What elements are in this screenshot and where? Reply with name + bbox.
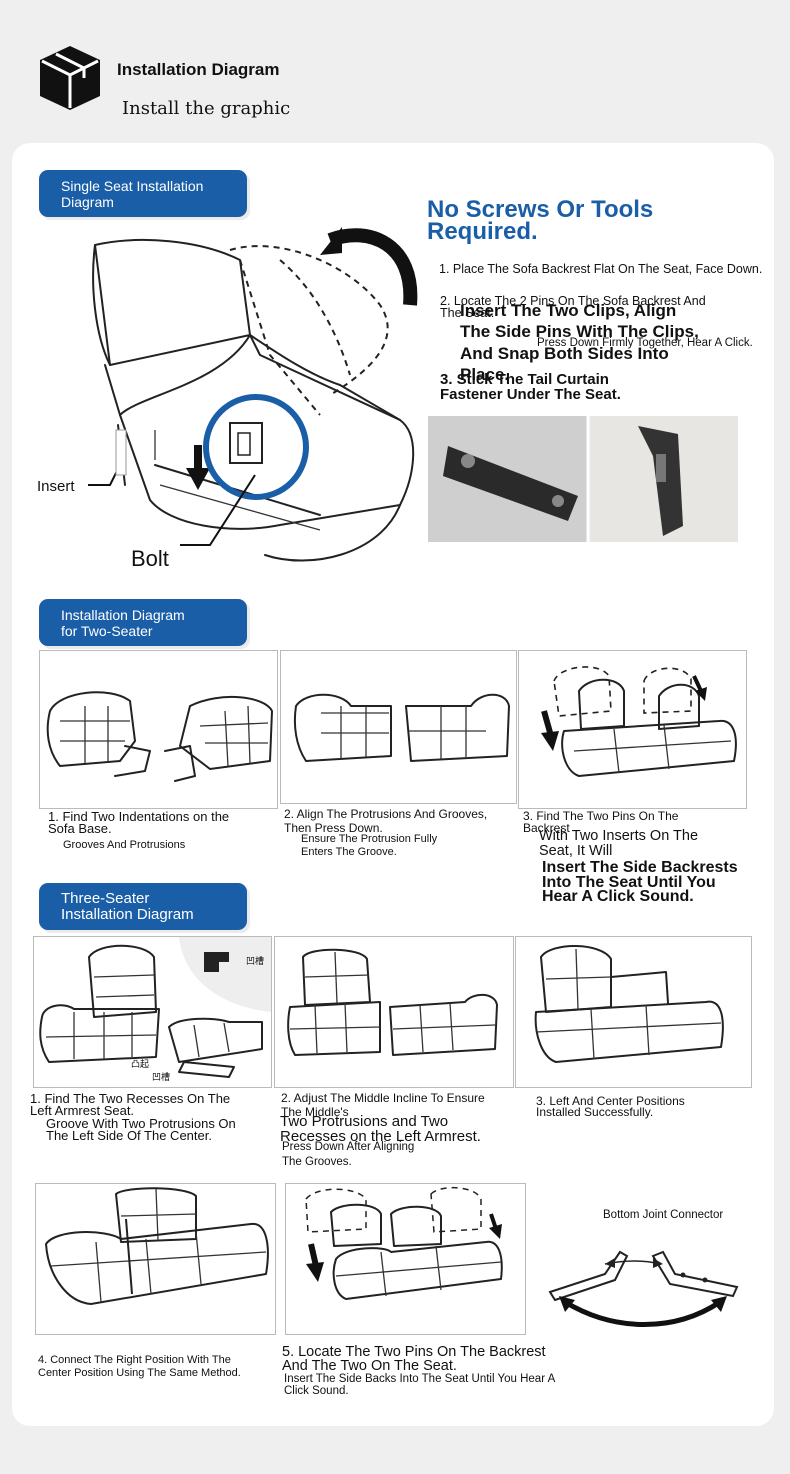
- two-cap-3-big: Insert The Side Backrests: [542, 859, 738, 876]
- package-box-icon: [40, 46, 100, 110]
- no-tools-headline: No Screws Or Tools Required.: [427, 196, 654, 245]
- single-clip-line: Place.: [460, 365, 510, 384]
- pill-line: Diagram: [61, 193, 114, 210]
- two-cap-3-big: Hear A Click Sound.: [542, 888, 694, 905]
- two-seater-fig-3: [518, 650, 747, 809]
- groove-label: 凹槽: [152, 1072, 171, 1082]
- three-cap-2-line: Two Protrusions and Two: [280, 1113, 449, 1130]
- three-cap-1-line: 1. Find The Two Recesses On The: [30, 1091, 231, 1106]
- single-step-3b: Fastener Under The Seat.: [440, 386, 621, 403]
- two-cap-3-line: 3. Find The Two Pins On The: [523, 809, 679, 823]
- two-cap-1-line: 1. Find Two Indentations on the: [48, 809, 230, 824]
- single-seat-diagram: [88, 227, 418, 562]
- single-step-2: 2. Locate The 2 Pins On The Sofa Backres…: [440, 294, 706, 308]
- two-cap-3-line: Seat, It Will: [539, 843, 613, 859]
- groove-label: 凹槽: [246, 956, 265, 966]
- single-step-1: 1. Place The Sofa Backrest Flat On The S…: [439, 262, 763, 276]
- three-cap-2-line: 2. Adjust The Middle Incline To Ensure: [281, 1091, 485, 1105]
- pill-line: Installation Diagram: [61, 905, 194, 923]
- single-clip-line: And Snap Both Sides Into: [460, 344, 669, 363]
- single-step-2b: The Seat.: [440, 306, 495, 320]
- three-cap-4-line: Center Position Using The Same Method.: [38, 1367, 241, 1379]
- three-cap-2-line: Recesses on the Left Armrest.: [280, 1128, 481, 1145]
- bottom-joint-label: Bottom Joint Connector: [603, 1209, 724, 1221]
- two-seater-pill: Installation Diagram for Two-Seater: [39, 599, 247, 646]
- three-seater-fig-5: [285, 1183, 526, 1335]
- pill-line: Single Seat Installation: [61, 177, 204, 194]
- two-seater-fig-1: [39, 650, 278, 809]
- page-subtitle: Install the graphic: [122, 98, 291, 119]
- two-cap-2-line: Then Press Down.: [284, 821, 383, 835]
- bracket-photo-art: [428, 416, 738, 542]
- three-cap-5-line: 5. Locate The Two Pins On The Backrest: [282, 1344, 546, 1360]
- three-seater-fig-3: [515, 936, 752, 1088]
- page-title: Installation Diagram: [117, 60, 280, 79]
- two-seater-fig-2: [280, 650, 517, 804]
- three-cap-4-line: 4. Connect The Right Position With The: [38, 1354, 231, 1366]
- three-cap-5-line: And The Two On The Seat.: [282, 1358, 457, 1374]
- headline-line: Required.: [427, 218, 538, 245]
- headline-line: No Screws Or Tools: [427, 196, 654, 223]
- two-cap-2-note: Enters The Groove.: [301, 846, 397, 858]
- bracket-photo: [428, 416, 738, 542]
- insert-label: Insert: [37, 478, 75, 495]
- two-cap-2-line: 2. Align The Protrusions And Grooves,: [284, 807, 488, 821]
- single-press-note: Press Down Firmly Together, Hear A Click…: [537, 337, 753, 349]
- bolt-label: Bolt: [131, 546, 169, 571]
- pill-line: Three-Seater: [61, 889, 150, 907]
- pill-line: Installation Diagram: [61, 606, 185, 623]
- two-cap-2-note: Ensure The Protrusion Fully: [301, 833, 438, 845]
- protrusion-label: 凸起: [131, 1059, 150, 1069]
- three-cap-2-line: The Middle's: [281, 1105, 349, 1119]
- three-seater-fig-2: [274, 936, 514, 1088]
- three-cap-5-note: Insert The Side Backs Into The Seat Unti…: [284, 1373, 556, 1385]
- single-step-3: 3. Stick The Tail Curtain: [440, 371, 609, 388]
- three-cap-1-line: Left Armrest Seat.: [30, 1103, 135, 1118]
- three-cap-1-line: The Left Side Of The Center.: [46, 1128, 212, 1143]
- pill-line: for Two-Seater: [61, 622, 153, 639]
- two-cap-3-line: Backrest: [523, 821, 570, 835]
- three-seater-pill: Three-Seater Installation Diagram: [39, 883, 247, 930]
- bottom-joint-connector-diagram: [548, 1250, 739, 1327]
- two-cap-3-big: Into The Seat Until You: [542, 874, 716, 891]
- two-cap-3-line: With Two Inserts On The: [539, 828, 699, 844]
- two-cap-1-note: Grooves And Protrusions: [63, 839, 186, 851]
- three-cap-2-note: The Grooves.: [282, 1156, 352, 1168]
- single-clip-line: The Side Pins With The Clips,: [460, 322, 699, 341]
- single-seat-pill: Single Seat Installation Diagram: [39, 170, 247, 217]
- three-seater-fig-1: 凹槽 凸起 凹槽: [33, 936, 272, 1088]
- three-cap-3-line: 3. Left And Center Positions: [536, 1094, 685, 1108]
- three-cap-5-note: Click Sound.: [284, 1385, 349, 1397]
- three-seater-fig-4: [35, 1183, 276, 1335]
- three-cap-2-note: Press Down After Aligning: [282, 1141, 415, 1153]
- two-cap-1-line: Sofa Base.: [48, 821, 112, 836]
- three-cap-3-line: Installed Successfully.: [536, 1105, 654, 1119]
- three-cap-1-line: Groove With Two Protrusions On: [46, 1116, 236, 1131]
- single-clip-line: Insert The Two Clips, Align: [460, 301, 677, 320]
